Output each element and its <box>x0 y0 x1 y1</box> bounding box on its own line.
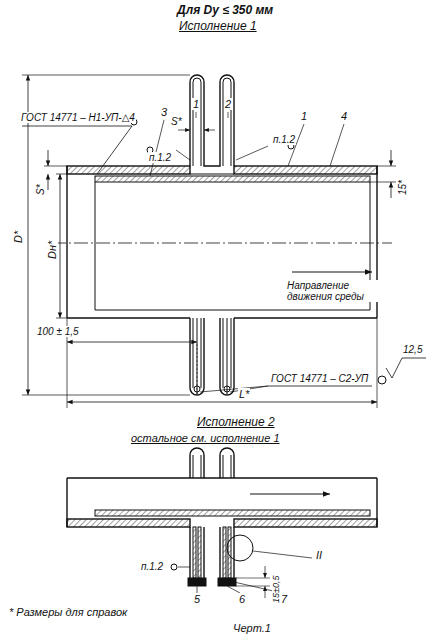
part-number: 4 <box>340 110 348 122</box>
flow-direction-note: Направление движения среды <box>286 280 380 302</box>
part-number: 6 <box>238 593 246 605</box>
part-number: 2 <box>224 98 232 110</box>
part-number: 3 <box>160 106 168 118</box>
dimension-text: L* <box>238 388 250 400</box>
dimension-text: 15* <box>397 179 408 196</box>
dimension-text: Dн* <box>46 240 58 260</box>
part-number: 5 <box>193 593 201 605</box>
drawing-title: Для Dу ≤ 350 мм <box>176 4 274 17</box>
dimension-text: D* <box>12 230 24 244</box>
note-reference: п.1.2 <box>140 561 164 572</box>
variant-note: остальное см. исполнение 1 <box>130 432 281 444</box>
footnote: * Размеры для справок <box>8 606 128 618</box>
variant-heading: Исполнение 2 <box>196 416 276 429</box>
dimension-text: S* <box>35 183 46 196</box>
weld-callout: ГОСТ 14771 – С2-УП <box>270 373 369 384</box>
part-number: 1 <box>192 98 200 110</box>
roughness-value: 12,5 <box>402 344 423 355</box>
figure-number: Черт.1 <box>232 622 272 634</box>
detail-mark: II <box>315 549 323 561</box>
dimension-text: 15±0,5 <box>272 575 282 604</box>
note-reference: п.1.2 <box>148 152 172 163</box>
note-reference: п.1.2 <box>272 134 296 145</box>
weld-callout: ГОСТ 14771 – Н1-УП-△4 <box>20 112 136 123</box>
part-number: 1 <box>300 110 308 122</box>
dimension-text: 100 ± 1,5 <box>36 326 80 337</box>
dimension-text: S* <box>170 116 183 127</box>
variant-heading: Исполнение 1 <box>178 20 258 33</box>
